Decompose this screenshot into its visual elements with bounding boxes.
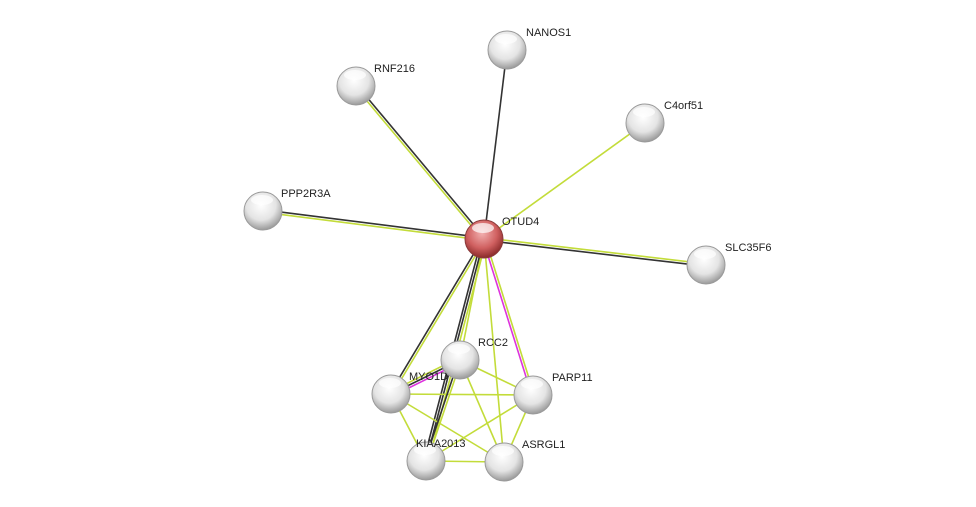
edge-line-coexpression	[483, 239, 706, 267]
node-label: RCC2	[478, 337, 508, 349]
node-label: KIAA2013	[416, 438, 466, 450]
edge-otud4-c4orf51[interactable]	[483, 122, 646, 240]
node-highlight	[633, 107, 655, 117]
node-otud4[interactable]: OTUD4	[464, 216, 539, 259]
edge-line-coexpression	[263, 209, 485, 239]
node-kiaa2013[interactable]: KIAA2013	[406, 438, 466, 481]
edge-line-textmining	[354, 86, 484, 241]
node-label: C4orf51	[664, 100, 703, 112]
node-label: ASRGL1	[522, 439, 565, 451]
edge-line-coexpression	[389, 237, 484, 394]
edge-otud4-rnf216[interactable]	[354, 84, 486, 241]
edge-line-coexpression	[483, 49, 508, 240]
edge-otud4-slc35f6[interactable]	[483, 237, 707, 267]
edge-line-textmining	[484, 238, 535, 395]
node-asrgl1[interactable]: ASRGL1	[484, 439, 565, 482]
edge-line-textmining	[390, 393, 534, 396]
edge-line-textmining	[483, 122, 646, 240]
node-rcc2[interactable]: RCC2	[440, 337, 508, 380]
node-highlight	[495, 34, 517, 44]
edge-line-textmining	[262, 211, 484, 241]
node-highlight	[472, 223, 494, 233]
node-c4orf51[interactable]: C4orf51	[625, 100, 703, 143]
edge-line-textmining	[483, 238, 505, 463]
node-label: PPP2R3A	[281, 188, 331, 200]
node-myo1d[interactable]: MYO1D	[371, 371, 448, 414]
node-highlight	[521, 379, 543, 389]
edge-myo1d-parp11[interactable]	[390, 393, 534, 396]
edge-myo1d-asrgl1[interactable]	[390, 393, 505, 463]
node-highlight	[414, 445, 436, 455]
node-label: OTUD4	[502, 216, 539, 228]
node-label: PARP11	[552, 372, 593, 384]
node-label: NANOS1	[526, 27, 571, 39]
edge-otud4-myo1d[interactable]	[389, 237, 486, 396]
node-label: MYO1D	[409, 371, 448, 383]
node-highlight	[379, 378, 401, 388]
edge-line-textmining	[459, 238, 485, 361]
node-parp11[interactable]: PARP11	[513, 372, 593, 415]
node-nanos1[interactable]: NANOS1	[487, 27, 571, 70]
edge-otud4-nanos1[interactable]	[483, 49, 508, 240]
node-highlight	[251, 195, 273, 205]
node-label: RNF216	[374, 63, 415, 75]
edge-line-textmining	[390, 393, 505, 463]
edge-otud4-ppp2r3a[interactable]	[262, 209, 485, 241]
node-slc35f6[interactable]: SLC35F6	[686, 242, 771, 285]
node-ppp2r3a[interactable]: PPP2R3A	[243, 188, 331, 231]
edge-parp11-kiaa2013[interactable]	[425, 394, 534, 462]
node-highlight	[344, 70, 366, 80]
edge-line-coexpression	[356, 84, 486, 239]
node-highlight	[694, 249, 716, 259]
node-rnf216[interactable]: RNF216	[336, 63, 415, 106]
node-label: SLC35F6	[725, 242, 771, 254]
edge-line-textmining	[391, 239, 486, 396]
edge-otud4-parp11[interactable]	[482, 238, 535, 396]
node-highlight	[448, 344, 470, 354]
edge-line-textmining	[425, 394, 534, 462]
edge-otud4-rcc2[interactable]	[459, 238, 485, 361]
edge-otud4-asrgl1[interactable]	[483, 238, 505, 463]
node-highlight	[492, 446, 514, 456]
edge-line-experiments	[482, 239, 533, 396]
edge-line-textmining	[484, 237, 707, 265]
